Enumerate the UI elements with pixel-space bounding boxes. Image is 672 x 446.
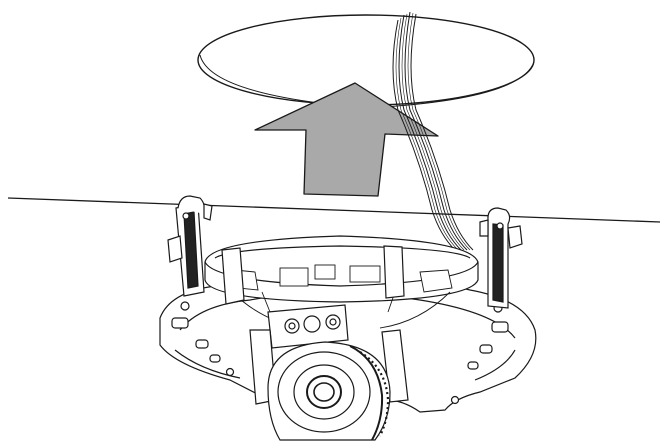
plate-holes: [171, 301, 509, 405]
dome-camera: [159, 195, 537, 441]
mounting-clip-right: [479, 207, 523, 309]
housing-column-right: [383, 245, 405, 299]
mounting-plate-lower-edge: [174, 349, 241, 379]
housing-top: [204, 235, 479, 303]
camera-cables-inner: [395, 12, 471, 251]
housing-column-left: [221, 247, 245, 305]
camera-cables: [392, 11, 474, 251]
ceiling-line: [7, 197, 661, 223]
mounting-clip-left: [167, 195, 213, 297]
module-sensor: [303, 315, 321, 333]
lens-ball: [267, 341, 391, 441]
upward-arrow: [254, 82, 439, 197]
